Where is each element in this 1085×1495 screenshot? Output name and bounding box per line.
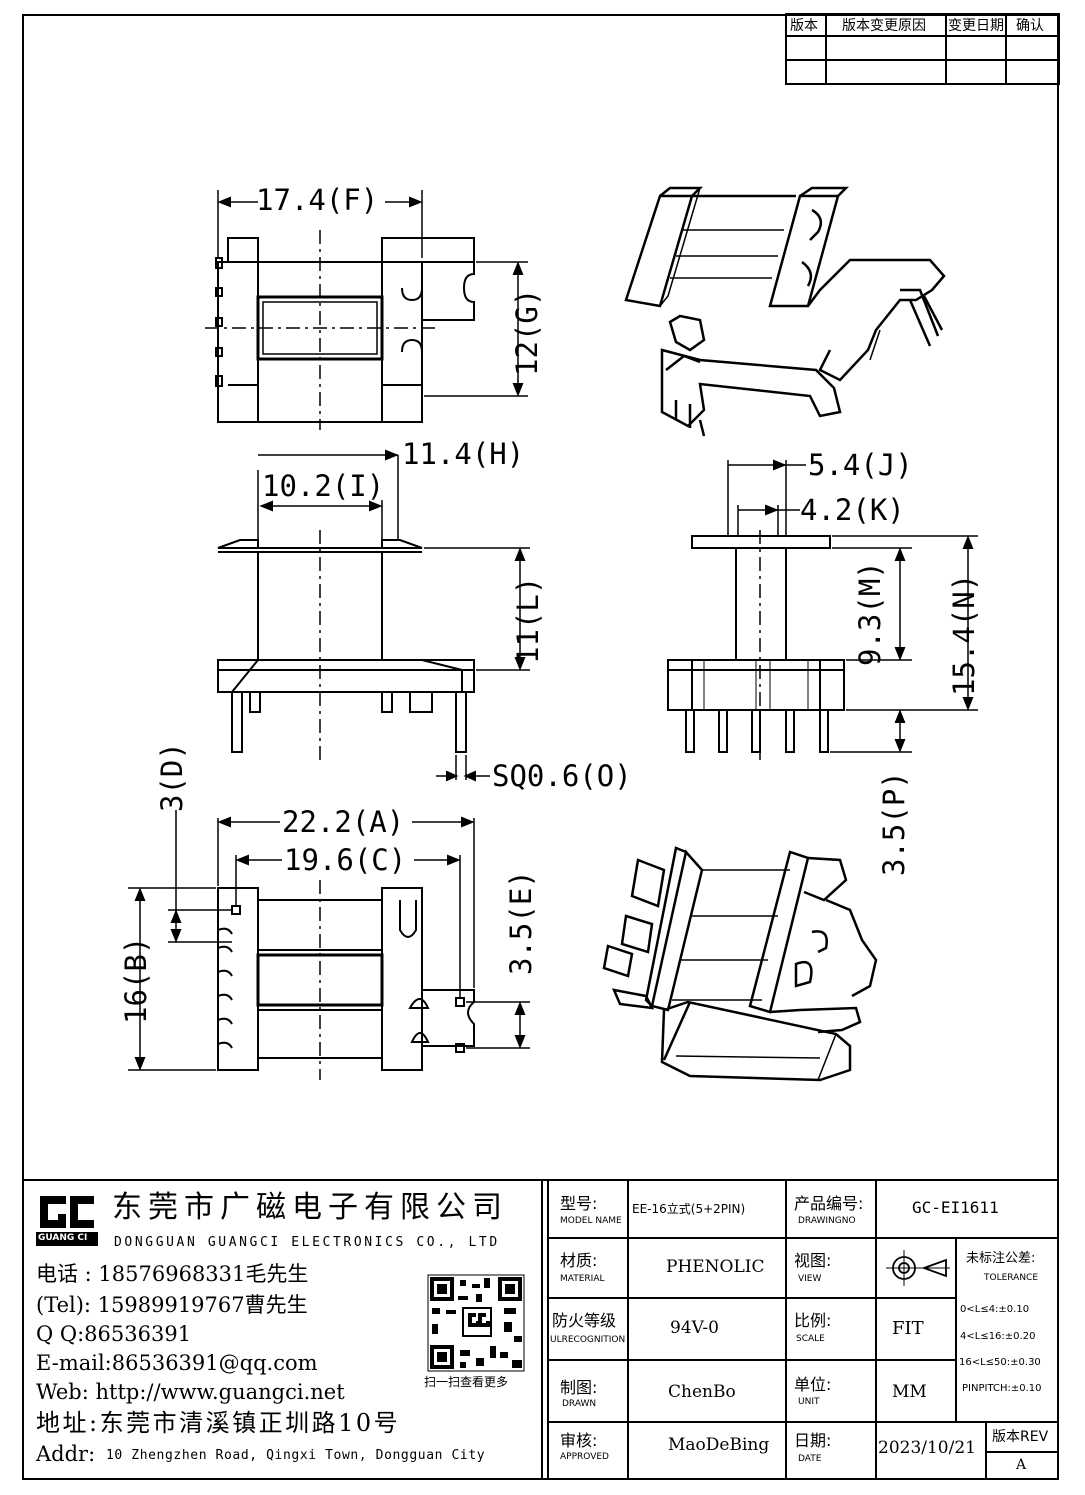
model-label: 型号: (560, 1194, 598, 1213)
drawn-value: ChenBo (668, 1382, 736, 1402)
approved-value: MaoDeBing (668, 1435, 770, 1455)
address-cn: 地址:东莞市清溪镇正圳路10号 (36, 1409, 401, 1437)
tolerance-label: 未标注公差: (966, 1251, 1036, 1266)
scale-label: 比例: (794, 1311, 832, 1330)
address-label: Addr: (36, 1442, 96, 1466)
dim-n: 15.4(N) (947, 573, 981, 696)
dim-e: 3.5(E) (504, 870, 538, 975)
first-angle-projection-symbol (886, 1250, 950, 1286)
material-label: 材质: (560, 1251, 598, 1270)
qr-code (427, 1274, 525, 1372)
contact-email: E-mail:86536391@qq.com (36, 1351, 318, 1375)
scale-label-en: SCALE (796, 1334, 825, 1344)
dim-i: 10.2(I) (262, 469, 385, 503)
drawing-frame (22, 14, 1059, 1480)
tolerance-label-en: TOLERANCE (984, 1273, 1039, 1283)
isometric-view-bottom (602, 846, 878, 1082)
model-value: EE-16立式(5+2PIN) (632, 1202, 746, 1216)
fire-rating-value: 94V-0 (670, 1318, 719, 1338)
fire-rating-label: 防火等级 (552, 1311, 617, 1330)
dim-k: 4.2(K) (800, 493, 905, 527)
company-logo (36, 1196, 98, 1246)
dim-d: 3(D) (155, 742, 189, 812)
side-view (667, 459, 978, 760)
dim-h: 11.4(H) (402, 437, 525, 471)
company-name-cn: 东莞市广磁电子有限公司 (112, 1190, 508, 1225)
dim-a: 22.2(A) (282, 805, 405, 839)
dim-m: 9.3(M) (853, 561, 887, 666)
revision-label: 版本REV (992, 1429, 1049, 1445)
unit-value: MM (892, 1382, 927, 1402)
view-label-en: VIEW (798, 1274, 822, 1284)
drawing-no-label-en: DRAWINGNO (798, 1216, 856, 1226)
contact-web: Web: http://www.guangci.net (36, 1380, 345, 1404)
tolerance-range-1: 0<L≤4:±0.10 (960, 1304, 1030, 1315)
approved-label: 审核: (560, 1431, 598, 1450)
scale-value: FIT (892, 1318, 924, 1339)
dim-f: 17.4(F) (256, 183, 379, 217)
top-view (205, 190, 528, 430)
rev-header-reason: 版本变更原因 (842, 18, 926, 34)
isometric-view-top (624, 186, 946, 437)
address-en: 10 Zhengzhen Road, Qingxi Town, Dongguan… (106, 1448, 486, 1463)
rev-header-date: 变更日期 (948, 18, 1004, 34)
tolerance-range-2: 4<L≤16:±0.20 (960, 1331, 1036, 1342)
front-view (217, 449, 530, 782)
revision-table (785, 13, 1060, 85)
drawing-no-value: GC-EI1611 (912, 1198, 999, 1217)
contact-qq: Q Q:86536391 (36, 1322, 192, 1346)
drawing-no-label: 产品编号: (794, 1194, 864, 1213)
company-name-en: DONGGUAN GUANGCI ELECTRONICS CO., LTD (114, 1235, 500, 1250)
dim-p: 3.5(P) (877, 771, 911, 876)
drawn-label: 制图: (560, 1378, 598, 1397)
unit-label: 单位: (794, 1375, 832, 1394)
contact-phone: 电话 : 18576968331毛先生 (36, 1262, 309, 1286)
dim-j: 5.4(J) (808, 448, 913, 482)
date-label-en: DATE (798, 1454, 822, 1464)
rev-header-confirm: 确认 (1016, 18, 1044, 34)
dim-o: SQ0.6(O) (492, 759, 632, 793)
approved-label-en: APPROVED (560, 1452, 609, 1462)
dim-c: 19.6(C) (284, 843, 407, 877)
view-label: 视图: (794, 1251, 832, 1270)
bottom-view (128, 810, 530, 1080)
unit-label-en: UNIT (798, 1397, 820, 1407)
dim-b: 16(B) (119, 936, 153, 1024)
date-label: 日期: (794, 1431, 832, 1450)
contact-tel: (Tel): 15989919767曹先生 (36, 1293, 308, 1317)
fire-rating-label-en: ULRECOGNITION (550, 1335, 626, 1345)
qr-caption: 扫一扫查看更多 (424, 1375, 509, 1389)
revision-value: A (1016, 1457, 1027, 1473)
tolerance-range-3: 16<L≤50:±0.30 (959, 1357, 1041, 1368)
tolerance-pin-pitch: PINPITCH:±0.10 (962, 1383, 1042, 1394)
rev-header-version: 版本 (790, 18, 818, 34)
dim-g: 12(G) (510, 288, 544, 376)
date-value: 2023/10/21 (878, 1438, 976, 1458)
drawn-label-en: DRAWN (562, 1399, 597, 1409)
title-block (22, 1179, 1059, 1480)
material-label-en: MATERIAL (560, 1274, 605, 1284)
dim-l: 11(L) (511, 576, 545, 664)
model-label-en: MODEL NAME (560, 1216, 622, 1226)
material-value: PHENOLIC (666, 1257, 765, 1277)
logo-text: GUANG CI (38, 1233, 88, 1243)
